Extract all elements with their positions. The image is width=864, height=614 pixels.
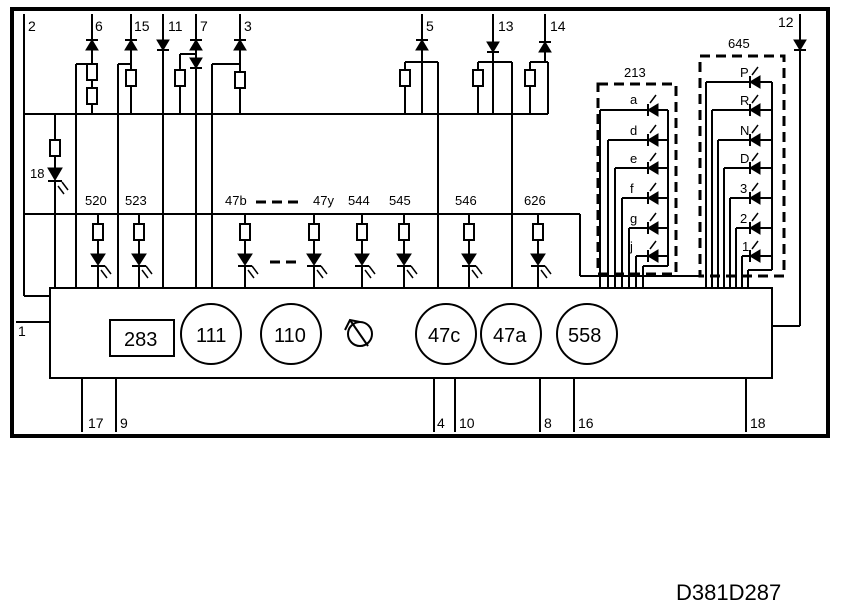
pin-14-label: 14 [550,18,566,34]
group-213-leds [599,94,669,288]
led-213-d: d [630,123,637,138]
gauge-47a [480,303,542,365]
pin-18-bottom-label: 18 [750,415,766,431]
led-row [90,214,552,288]
led-544-label: 544 [348,193,370,208]
group-213-label: 213 [624,65,646,80]
pin-12-label: 12 [778,14,794,30]
pin-15-label: 15 [134,18,150,34]
pin-13-label: 13 [498,18,514,34]
gauge-47c [415,303,477,365]
led-213-j: j [629,239,633,254]
led-213-a: a [630,92,638,107]
led-645-1: 1 [742,239,749,254]
pin-16-label: 16 [578,415,594,431]
pin-3-label: 3 [244,18,252,34]
component-283-box [109,319,175,357]
led-213-e: e [630,151,637,166]
led-523-label: 523 [125,193,147,208]
group-645-label: 645 [728,36,750,51]
led-645-R: R [740,93,749,108]
pin-1-label: 1 [18,323,26,339]
diagram-code: D381D287 [676,580,781,605]
gauge-558-label: 558 [568,325,601,347]
gauge-47a-label: 47a [493,325,527,347]
led-645-3: 3 [740,181,747,196]
led-520-label: 520 [85,193,107,208]
main-module [49,287,773,379]
led-645-N: N [740,123,749,138]
led-546-label: 546 [455,193,477,208]
component-283-label: 283 [124,329,157,351]
group-645-leds [705,66,773,288]
pin-8-label: 8 [544,415,552,431]
pin-5-label: 5 [426,18,434,34]
gauge-47c-label: 47c [428,325,460,347]
led-645-2: 2 [740,211,747,226]
gauge-111 [180,303,242,365]
led-47b-label: 47b [225,193,247,208]
outer-frame [10,7,830,438]
pin-2-label: 2 [28,18,36,34]
led-213-f: f [630,181,634,196]
led-18-label: 18 [30,166,44,181]
pin-11-label: 11 [168,18,183,34]
pin-17-label: 17 [88,415,104,431]
led-47y-label: 47y [313,193,334,208]
gauge-110-label: 110 [274,325,306,347]
led-545-label: 545 [389,193,411,208]
pin-9-label: 9 [120,415,128,431]
group-213-box [596,82,678,276]
gauge-111-label: 111 [196,325,226,347]
led-645-P: P [740,65,749,80]
pin-10-label: 10 [459,415,475,431]
gauge-110 [260,303,322,365]
motor-symbol [344,318,373,347]
led-645-D: D [740,151,749,166]
pin-7-label: 7 [200,18,208,34]
pin-6-label: 6 [95,18,103,34]
led-213-g: g [630,211,637,226]
pin-4-label: 4 [437,415,445,431]
led-626-label: 626 [524,193,546,208]
gauge-558 [556,303,618,365]
